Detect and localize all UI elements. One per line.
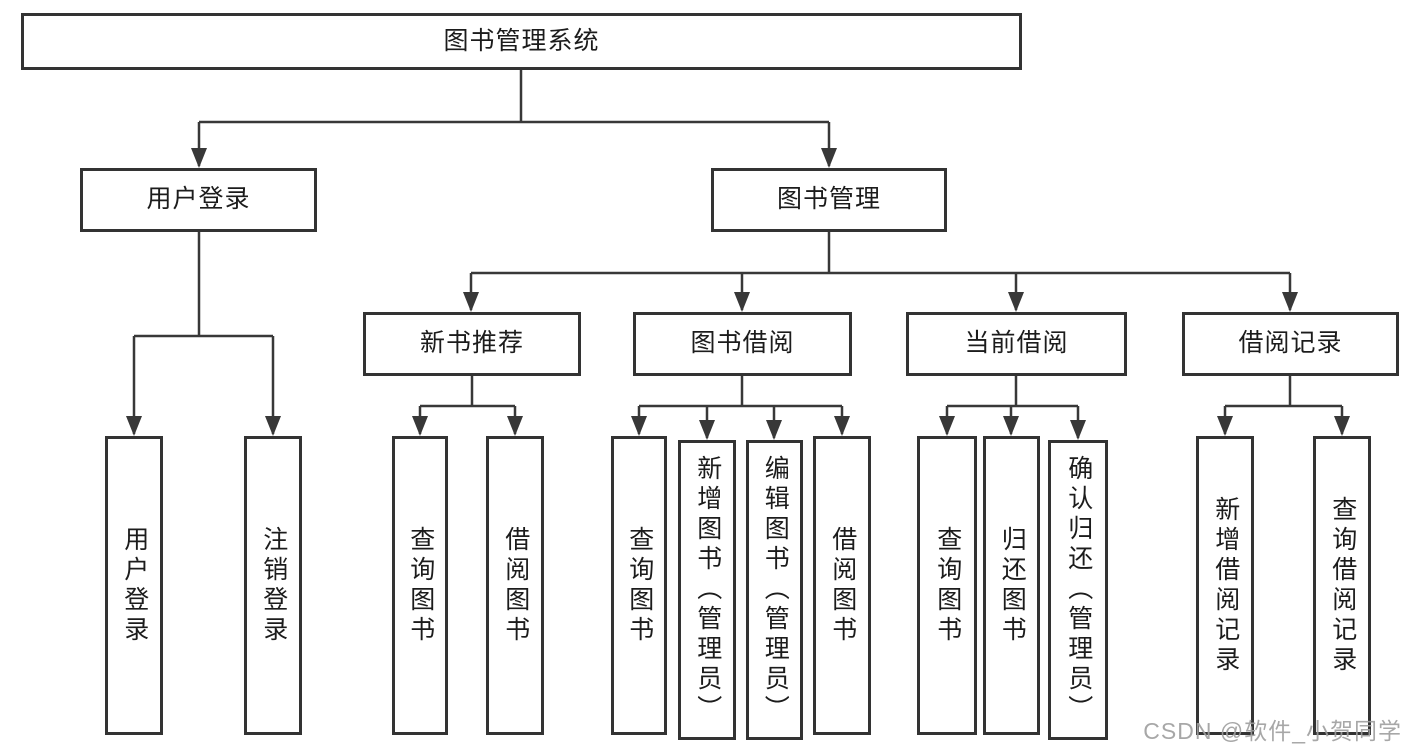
node-borrowing-records: 借阅记录 (1182, 312, 1399, 376)
arrow-down-icon (126, 416, 142, 436)
leaf-query-borrow-record: 查询借阅记录 (1313, 436, 1371, 735)
leaf-borrow-books-2: 借阅图书 (813, 436, 871, 735)
leaf-confirm-return-admin: 确认归还（管理员） (1048, 440, 1108, 740)
arrow-down-icon (821, 148, 837, 168)
arrow-down-icon (265, 416, 281, 436)
leaf-query-books-1: 查询图书 (392, 436, 448, 735)
arrow-down-icon (834, 416, 850, 436)
arrow-down-icon (1217, 416, 1233, 436)
arrow-down-icon (1070, 420, 1086, 440)
arrow-down-icon (631, 416, 647, 436)
connector-path (132, 70, 1344, 438)
arrow-down-icon (191, 148, 207, 168)
node-current-borrowing: 当前借阅 (906, 312, 1127, 376)
arrow-down-icon (1003, 416, 1019, 436)
arrow-down-icon (1008, 292, 1024, 312)
leaf-edit-books-admin: 编辑图书（管理员） (746, 440, 803, 740)
node-user-login: 用户登录 (80, 168, 317, 232)
node-book-borrowing: 图书借阅 (633, 312, 852, 376)
leaf-add-borrow-record: 新增借阅记录 (1196, 436, 1254, 735)
leaf-return-books: 归还图书 (983, 436, 1040, 735)
arrowheads (126, 148, 1350, 440)
arrow-down-icon (463, 292, 479, 312)
arrow-down-icon (699, 420, 715, 440)
node-root: 图书管理系统 (21, 13, 1022, 70)
arrow-down-icon (1334, 416, 1350, 436)
leaf-logout: 注销登录 (244, 436, 302, 735)
node-book-management: 图书管理 (711, 168, 947, 232)
arrow-down-icon (734, 292, 750, 312)
leaf-query-books-3: 查询图书 (917, 436, 977, 735)
arrow-down-icon (412, 416, 428, 436)
node-new-book-recommend: 新书推荐 (363, 312, 581, 376)
leaf-user-login: 用户登录 (105, 436, 163, 735)
leaf-borrow-books-1: 借阅图书 (486, 436, 544, 735)
arrow-down-icon (1282, 292, 1298, 312)
arrow-down-icon (507, 416, 523, 436)
leaf-add-books-admin: 新增图书（管理员） (678, 440, 736, 740)
arrow-down-icon (766, 420, 782, 440)
watermark: CSDN @软件_小贺同学 (1143, 718, 1402, 744)
arrow-down-icon (939, 416, 955, 436)
leaf-query-books-2: 查询图书 (611, 436, 667, 735)
